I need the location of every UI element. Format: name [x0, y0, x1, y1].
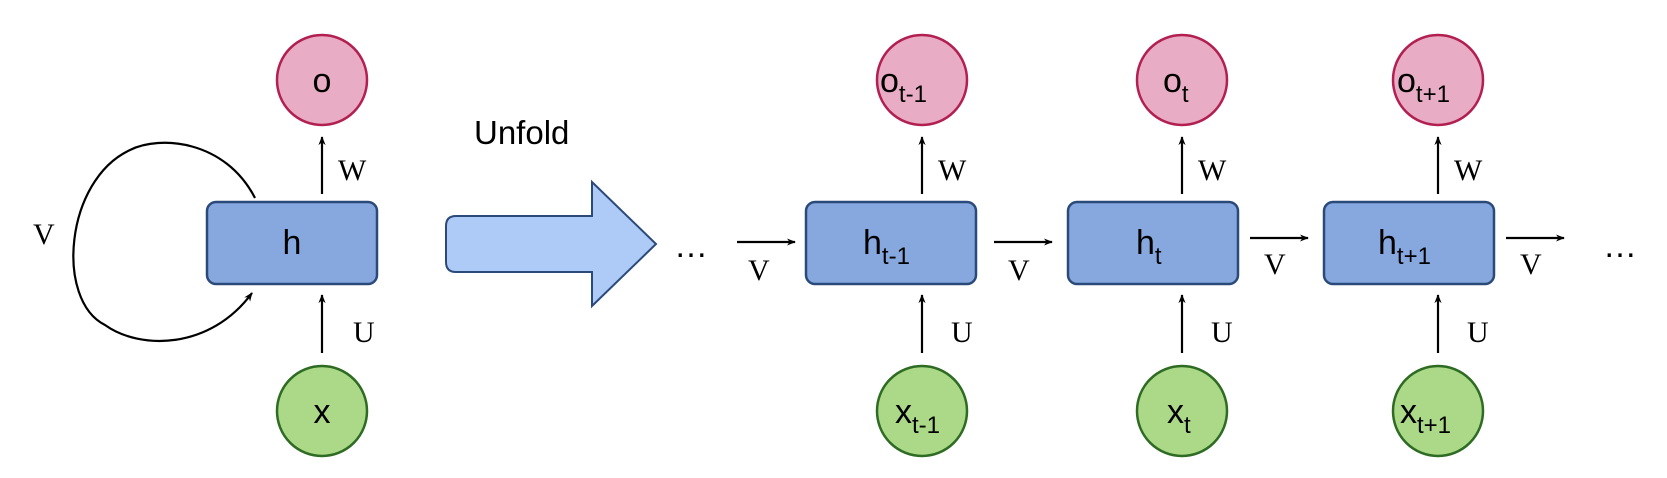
hidden-label: ht+1: [1378, 224, 1431, 270]
trailing-ellipsis: …: [1603, 227, 1637, 265]
recurrent-weight-label: V: [1008, 254, 1030, 287]
output-label: ot: [1163, 62, 1189, 108]
input-node: [275, 364, 369, 458]
input-weight-label: U: [951, 316, 973, 349]
hidden-label: ht-1: [863, 224, 910, 270]
input-label: xt+1: [1400, 393, 1451, 439]
input-weight-label: U: [353, 316, 375, 349]
output-weight-label: W: [1198, 154, 1227, 187]
unfold-arrow: [445, 179, 658, 309]
hidden-node: [205, 200, 379, 286]
recurrent-weight-label: V: [1264, 248, 1286, 281]
time-step-t: ot W ht U xt: [1066, 33, 1240, 458]
input-node: [1391, 364, 1485, 458]
time-step-t-minus-1: ot-1 W ht-1 U xt-1: [804, 33, 978, 458]
hidden-label: h: [283, 224, 302, 262]
folded-rnn: o W h U x V: [33, 33, 379, 458]
hidden-node: [804, 200, 978, 286]
recurrent-weight-label: V: [748, 254, 770, 287]
output-label: ot+1: [1397, 62, 1450, 108]
input-node: [1135, 364, 1229, 458]
output-node: [1135, 33, 1229, 127]
hidden-node: [1066, 200, 1240, 286]
input-node: [875, 364, 969, 458]
recurrent-weight-label: V: [33, 218, 55, 251]
output-weight-label: W: [338, 154, 367, 187]
hidden-label: ht: [1136, 224, 1162, 270]
input-label: xt: [1167, 393, 1191, 439]
input-label: x: [314, 393, 331, 431]
output-node: [875, 33, 969, 127]
output-node: [275, 33, 369, 127]
output-label: ot-1: [880, 62, 927, 108]
hidden-node: [1322, 200, 1496, 286]
unfold-transition: Unfold: [445, 114, 658, 309]
output-weight-label: W: [1454, 154, 1483, 187]
input-weight-label: U: [1467, 316, 1489, 349]
unfold-label: Unfold: [474, 114, 569, 151]
time-step-t-plus-1: ot+1 W ht+1 U xt+1: [1322, 33, 1496, 458]
output-label: o: [313, 62, 332, 100]
output-node: [1391, 33, 1485, 127]
unfolded-rnn: … … V V V V ot-1 W ht-1 U xt-1 ot: [674, 33, 1637, 458]
recurrent-loop-edge: [72, 141, 256, 342]
leading-ellipsis: …: [674, 227, 708, 265]
input-weight-label: U: [1211, 316, 1233, 349]
recurrent-weight-label: V: [1520, 248, 1542, 281]
input-label: xt-1: [895, 393, 940, 439]
output-weight-label: W: [938, 154, 967, 187]
